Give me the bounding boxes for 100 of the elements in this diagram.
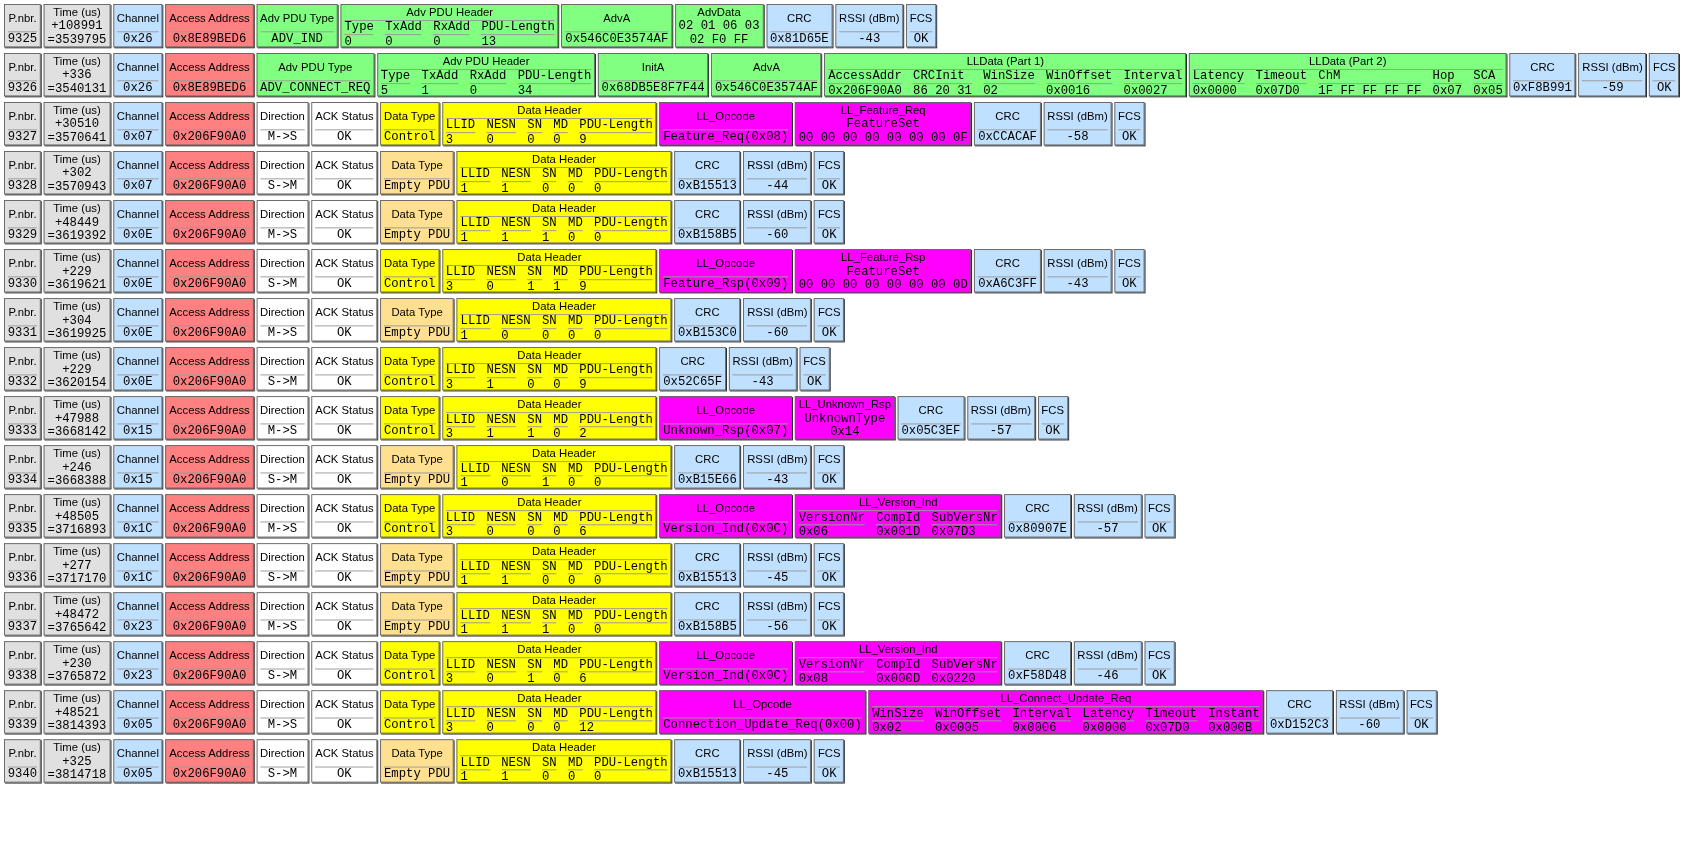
packet-field-box: [380, 445, 454, 489]
packet-field-box: [43, 53, 111, 97]
field-value: 0x206F90A0: [171, 522, 248, 536]
field-header: LL_Connect_Update_Req: [872, 692, 1260, 708]
field-header: Time (us): [52, 447, 102, 462]
field-value: 0x26: [122, 32, 154, 46]
packet-field-box: [43, 690, 111, 734]
packet-field-box: [311, 347, 378, 391]
field-value: Unknown_Rsp(0x07): [663, 424, 789, 438]
packet-field-box: [311, 249, 378, 293]
field-header: ACK Status: [315, 349, 374, 376]
field-value: +336: [61, 69, 93, 83]
field-header: Access Address: [169, 545, 250, 572]
field-value: -57: [1095, 522, 1120, 536]
subfield-label: Type: [380, 70, 411, 84]
packet-field-box: [4, 543, 41, 587]
subfield-label: Hop: [1432, 70, 1456, 84]
packet-field-box: [743, 739, 812, 783]
field-value: +48505: [53, 510, 101, 524]
packet-field-box: [380, 102, 440, 146]
subfield-label: WinOffset: [1046, 70, 1113, 84]
field-value: =3619621: [47, 278, 107, 292]
packet-field-box: [814, 200, 845, 244]
field-value: OK: [1121, 277, 1138, 291]
packet-field-box: [674, 298, 741, 342]
subfield-label: NESN: [501, 315, 531, 329]
subfield-label: PDU-Length: [594, 609, 668, 623]
field-header: Direction: [260, 496, 305, 523]
field-header: CRC: [978, 250, 1037, 278]
field-value: Control: [383, 522, 436, 536]
field-value: 1: [486, 426, 516, 441]
subfield-label: Interval: [1012, 707, 1072, 721]
field-value: 0x05C3EF: [901, 424, 961, 438]
field-value: =3717170: [47, 572, 107, 586]
packet-field-box: [43, 494, 111, 538]
field-value: 02: [983, 83, 1035, 98]
packet-field-box: [43, 445, 111, 489]
packet-field-box: [4, 347, 41, 391]
field-value: 3: [445, 132, 476, 147]
field-value: ADV_IND: [270, 32, 324, 46]
packet-field-box: [799, 347, 830, 391]
packet-field-box: [743, 298, 812, 342]
subfield-label: LLID: [460, 217, 490, 231]
packet-field-box: [1114, 102, 1145, 146]
subfield-label: WinSize: [983, 70, 1035, 84]
field-value: 0x0E: [122, 326, 154, 340]
field-value: OK: [336, 130, 353, 144]
field-value: =3668142: [47, 425, 107, 439]
packet-field-box: [456, 298, 672, 342]
field-value: 0: [486, 720, 516, 735]
packet-field-box: [311, 200, 378, 244]
packet-field-box: [1335, 690, 1404, 734]
packet-field-box: [743, 151, 812, 195]
field-value: Control: [383, 375, 436, 389]
field-value: 1: [501, 573, 531, 588]
packet-field-box: [743, 445, 812, 489]
subfield-label: PDU-Length: [594, 756, 668, 770]
field-value: OK: [336, 669, 353, 683]
subfield-label: SN: [527, 266, 542, 280]
field-value: S->M: [266, 277, 299, 291]
subfield-label: NESN: [486, 413, 516, 427]
subfield-label: NESN: [501, 462, 531, 476]
field-value: 0x07: [1432, 83, 1462, 98]
field-value: M->S: [266, 228, 299, 242]
field-value: 00 00 00 00 00 00 00 0F: [798, 131, 968, 145]
packet-field-box: [165, 102, 254, 146]
field-header: Data Type: [383, 300, 451, 327]
field-value: 0x206F90A0: [171, 375, 248, 389]
field-value: UnknownType: [803, 412, 887, 426]
packet-field-box: [456, 151, 672, 195]
packet-field-box: [113, 445, 163, 489]
field-header: P.nbr.: [7, 349, 38, 376]
field-header: FCS: [817, 594, 841, 621]
field-value: M->S: [266, 718, 299, 732]
field-header: LL_Opcode: [663, 250, 789, 278]
packet-field-box: [4, 445, 41, 489]
field-value: +48449: [53, 216, 101, 230]
field-value: 1: [501, 230, 531, 245]
subfield-label: CompId: [876, 511, 921, 525]
field-value: Control: [383, 718, 436, 732]
packet-field-box: [43, 102, 111, 146]
field-header: FCS: [909, 5, 933, 33]
field-header: CRC: [663, 349, 723, 376]
field-value: 9334: [7, 473, 38, 487]
field-value: 0: [542, 769, 557, 784]
field-value: OK: [820, 767, 838, 781]
field-header: ACK Status: [315, 300, 374, 327]
field-value: 0x0E: [122, 375, 154, 389]
subfield-label: PDU-Length: [579, 266, 653, 280]
field-value: 0: [594, 475, 668, 490]
field-value: OK: [336, 424, 353, 438]
packet-field-box: [1509, 53, 1576, 97]
field-value: OK: [820, 620, 838, 634]
field-header: Data Type: [383, 250, 436, 278]
field-header: LLData (Part 1): [828, 54, 1183, 70]
field-header: Time (us): [52, 201, 102, 217]
field-header: LL_Version_Ind: [798, 496, 998, 512]
field-header: FCS: [1041, 398, 1064, 425]
field-value: 0: [527, 132, 542, 147]
field-value: 0xB15513: [677, 571, 737, 585]
